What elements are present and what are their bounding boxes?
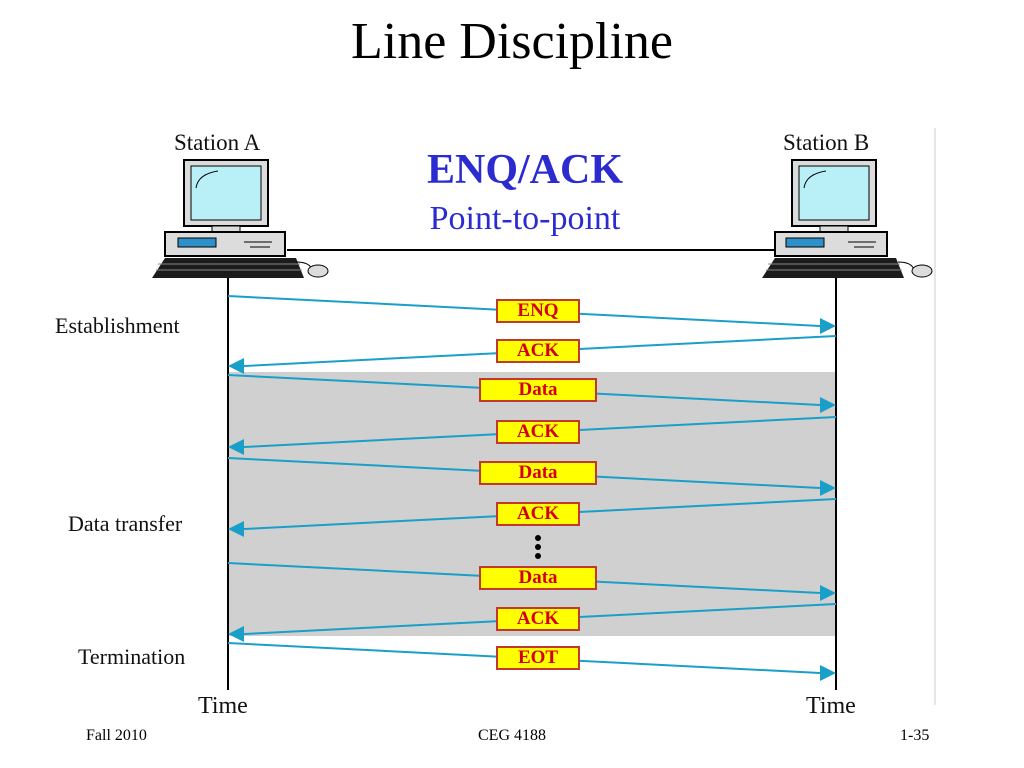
message-arrowhead bbox=[228, 358, 244, 374]
continuation-dots bbox=[535, 535, 541, 559]
station-b-computer-icon bbox=[762, 159, 933, 278]
message-label-data: Data bbox=[479, 566, 597, 590]
message-label-enq: ENQ bbox=[496, 299, 580, 323]
time-label-a: Time bbox=[198, 693, 248, 719]
station-a-computer-icon bbox=[152, 159, 329, 278]
message-arrowhead bbox=[820, 397, 836, 413]
phase-establishment: Establishment bbox=[55, 313, 180, 338]
time-label-b: Time bbox=[806, 693, 856, 719]
message-arrowhead bbox=[228, 439, 244, 455]
station-a-label: Station A bbox=[174, 130, 261, 155]
message-arrowhead bbox=[228, 626, 244, 642]
message-label-eot: EOT bbox=[496, 646, 580, 670]
message-label-data: Data bbox=[479, 378, 597, 402]
phase-termination: Termination bbox=[78, 644, 186, 669]
protocol-name: ENQ/ACK bbox=[426, 147, 623, 193]
message-label-ack: ACK bbox=[496, 502, 580, 526]
protocol-mode: Point-to-point bbox=[429, 200, 621, 237]
slide-title: Line Discipline bbox=[350, 13, 674, 70]
message-arrowhead bbox=[820, 480, 836, 496]
footer-course: CEG 4188 bbox=[478, 727, 546, 744]
message-label-data: Data bbox=[479, 461, 597, 485]
message-arrowhead bbox=[820, 665, 836, 681]
message-arrowhead bbox=[820, 585, 836, 601]
message-arrowhead bbox=[820, 318, 836, 334]
phase-data-transfer: Data transfer bbox=[68, 511, 183, 536]
message-label-ack: ACK bbox=[496, 420, 580, 444]
station-b-label: Station B bbox=[783, 130, 870, 155]
message-label-ack: ACK bbox=[496, 607, 580, 631]
footer-date: Fall 2010 bbox=[86, 727, 147, 744]
footer-page-number: 1-35 bbox=[900, 727, 930, 744]
message-arrowhead bbox=[228, 521, 244, 537]
message-label-ack: ACK bbox=[496, 339, 580, 363]
